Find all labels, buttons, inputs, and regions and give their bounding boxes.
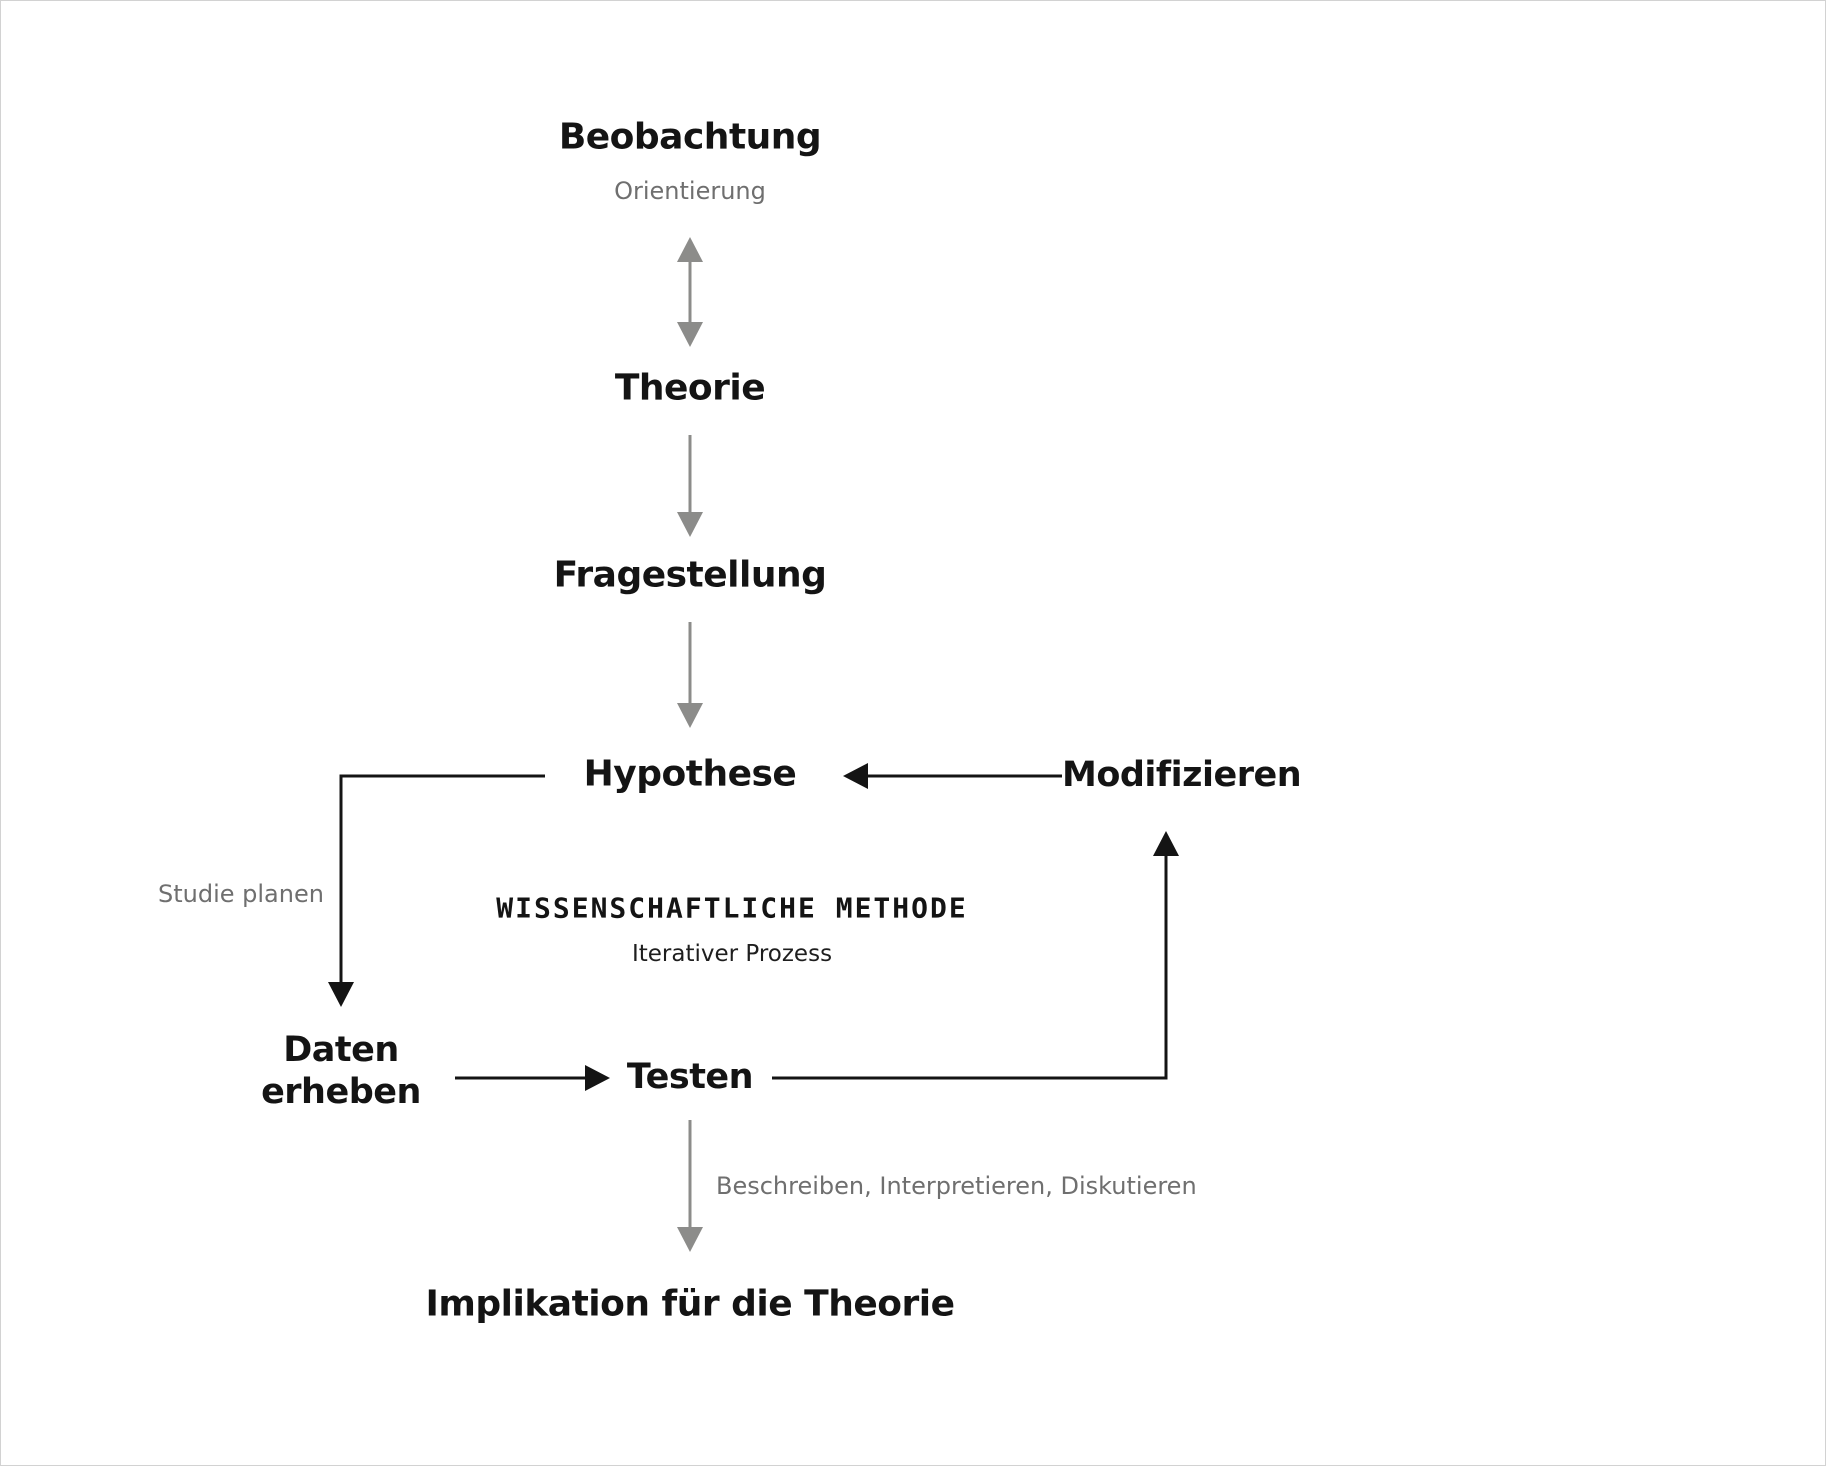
arrow-daten-testen: [455, 1065, 610, 1091]
edge-label-beschreiben: Beschreiben, Interpretieren, Diskutieren: [716, 1172, 1197, 1200]
node-beobachtung-subtitle: Orientierung: [614, 177, 766, 205]
node-hypothese: Hypothese: [583, 753, 797, 795]
node-daten-erheben-line1: Daten: [283, 1030, 399, 1070]
arrow-fragestellung-hypothese: [677, 622, 703, 728]
center-subtitle: Iterativer Prozess: [631, 941, 833, 967]
node-daten-erheben: Daten erheben: [261, 1029, 421, 1113]
arrow-testen-implikation: [677, 1120, 703, 1252]
center-title: WISSENSCHAFTLICHE METHODE: [496, 891, 968, 925]
arrow-hypothese-daten: [328, 774, 545, 1007]
arrow-beobachtung-theorie: [677, 237, 703, 347]
node-daten-erheben-line2: erheben: [261, 1072, 421, 1112]
node-fragestellung: Fragestellung: [553, 554, 827, 596]
node-beobachtung: Beobachtung: [558, 116, 822, 158]
node-modifizieren: Modifizieren: [1062, 755, 1302, 795]
arrow-testen-modifizieren: [772, 831, 1179, 1080]
node-implikation: Implikation für die Theorie: [425, 1283, 955, 1325]
node-theorie: Theorie: [614, 367, 766, 409]
arrow-modifizieren-hypothese: [843, 763, 1062, 789]
arrow-theorie-fragestellung: [677, 435, 703, 537]
edge-label-studie-planen: Studie planen: [158, 880, 324, 908]
node-testen: Testen: [626, 1057, 754, 1097]
